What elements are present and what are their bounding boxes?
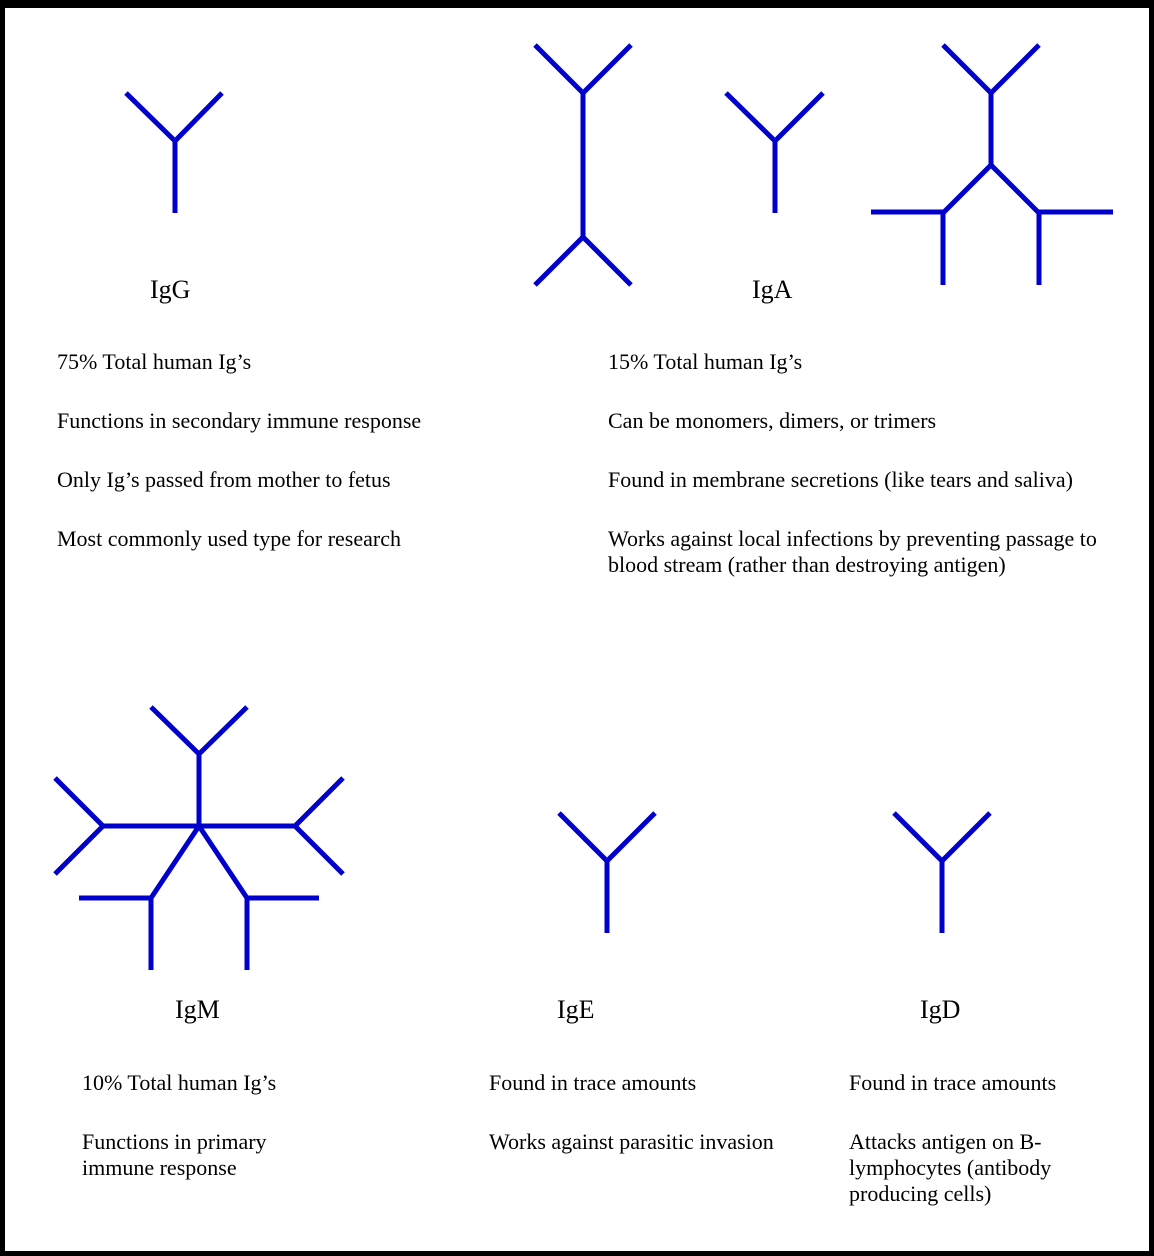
- igd-fact: Attacks antigen on B-lymphocytes (antibo…: [849, 1129, 1052, 1206]
- iga-fact: Found in membrane secretions (like tears…: [608, 467, 1073, 492]
- iga-monomer-shape: [724, 91, 825, 213]
- igd-label: IgD: [920, 995, 961, 1024]
- ige-fact: Works against parasitic invasion: [489, 1129, 774, 1154]
- ige-monomer-shape: [557, 811, 657, 933]
- iga-trimer-shape: [871, 43, 1113, 285]
- igm-fact: Functions in primary immune response: [82, 1129, 267, 1180]
- iga-dimer-shape: [533, 43, 633, 287]
- iga-label: IgA: [752, 275, 793, 304]
- igm-label: IgM: [175, 995, 220, 1024]
- igd-fact: Found in trace amounts: [849, 1070, 1057, 1095]
- ige-fact: Found in trace amounts: [489, 1070, 697, 1095]
- iga-fact: Can be monomers, dimers, or trimers: [608, 408, 937, 433]
- igg-fact: Functions in secondary immune response: [57, 408, 422, 433]
- igg-monomer-shape: [124, 91, 224, 213]
- ige-facts: Found in trace amounts Works against par…: [489, 1070, 774, 1155]
- igg-label: IgG: [150, 275, 191, 304]
- igg-facts: 75% Total human Ig’s Functions in second…: [57, 349, 437, 552]
- igd-monomer-shape: [892, 811, 992, 933]
- igm-facts: 10% Total human Ig’s Functions in primar…: [82, 1070, 342, 1181]
- igg-fact: Most commonly used type for research: [57, 526, 401, 551]
- iga-fact: Works against local infections by preven…: [608, 526, 1097, 577]
- ige-label: IgE: [557, 995, 595, 1024]
- igg-fact: Only Ig’s passed from mother to fetus: [57, 467, 391, 492]
- igd-facts: Found in trace amounts Attacks antigen o…: [849, 1070, 1134, 1207]
- igm-pentamer-shape: [53, 705, 345, 970]
- igg-fact: 75% Total human Ig’s: [57, 349, 252, 374]
- igm-fact: 10% Total human Ig’s: [82, 1070, 277, 1095]
- iga-fact: 15% Total human Ig’s: [608, 349, 803, 374]
- iga-facts: 15% Total human Ig’s Can be monomers, di…: [608, 349, 1148, 578]
